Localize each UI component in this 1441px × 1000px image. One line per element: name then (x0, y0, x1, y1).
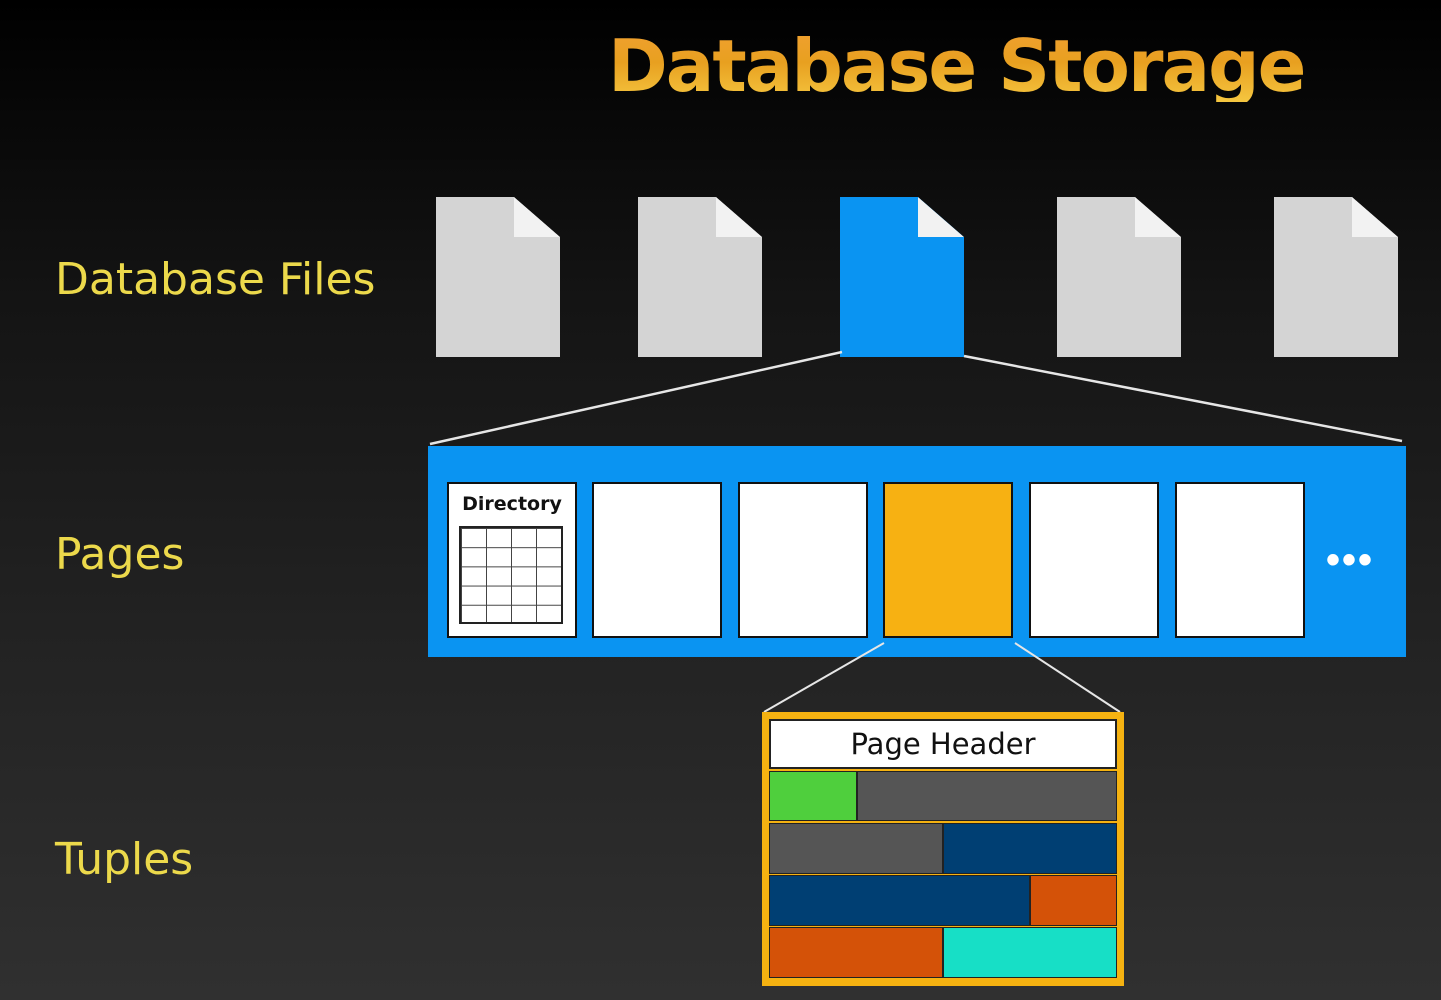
tuple-block (769, 875, 1030, 926)
tuple-block (1030, 875, 1117, 926)
tuple-block (769, 927, 943, 978)
more-pages-ellipsis: ••• (1326, 538, 1375, 582)
directory-grid (459, 526, 563, 624)
page-block-selected (883, 482, 1013, 638)
tuple-block (943, 823, 1117, 874)
page-header: Page Header (769, 719, 1117, 769)
database-file-icon-selected (840, 197, 964, 357)
tuple-block (857, 771, 1117, 821)
database-file-icon (1057, 197, 1181, 357)
connector-file-to-pages-left (429, 350, 843, 446)
connector-file-to-pages-right (963, 354, 1403, 443)
tuple-block (769, 823, 943, 874)
database-file-icon (638, 197, 762, 357)
directory-label: Directory (462, 493, 562, 515)
label-pages: Pages (55, 529, 185, 580)
page-title: Database Storage (608, 24, 1306, 108)
tuple-block (769, 771, 857, 821)
page-block (1029, 482, 1159, 638)
page-block (1175, 482, 1305, 638)
label-database-files: Database Files (55, 254, 376, 305)
page-block (738, 482, 868, 638)
database-file-icon (1274, 197, 1398, 357)
connector-page-to-tuples-right (1014, 642, 1121, 713)
directory-page: Directory (447, 482, 577, 638)
label-tuples: Tuples (55, 834, 194, 885)
tuple-block (943, 927, 1117, 978)
connector-page-to-tuples-left (763, 642, 885, 713)
page-block (592, 482, 722, 638)
